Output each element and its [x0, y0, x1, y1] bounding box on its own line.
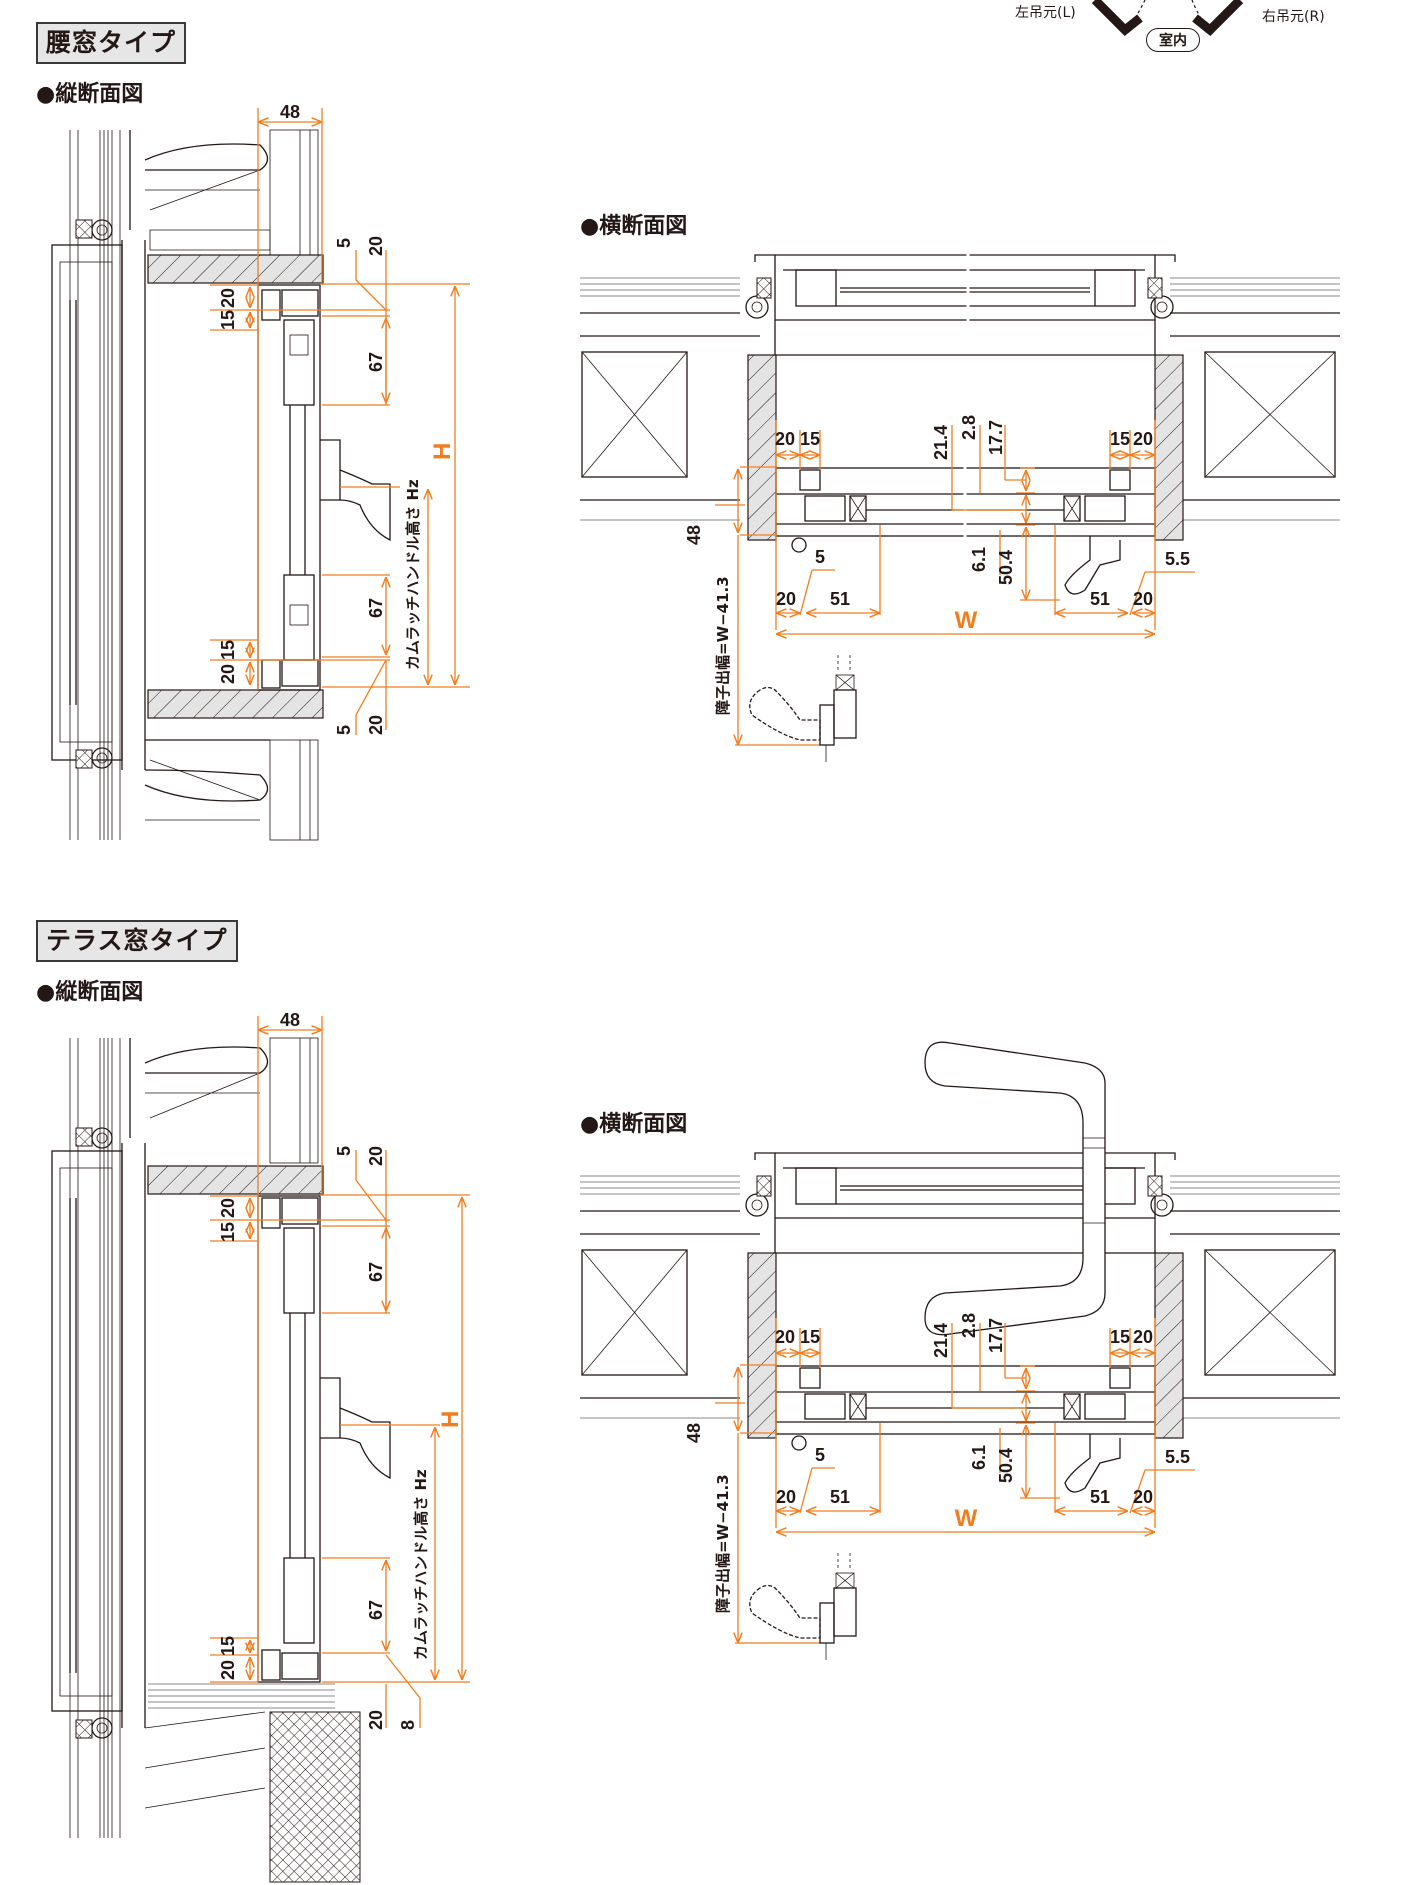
dim-top-15: 15	[218, 1222, 238, 1242]
dim-l15: 15	[800, 429, 820, 449]
dim-5-5: 5.5	[1165, 1447, 1190, 1467]
horizontal-section-2: 20 15 21.4 2.8 17.7 15 20 48 5 6.1 50.4 …	[580, 1041, 1340, 1660]
dim-50-4: 50.4	[996, 1448, 1016, 1483]
dim-upper-67: 67	[366, 352, 386, 372]
dim-bottom-gap: 8	[398, 1720, 418, 1730]
dim-48: 48	[280, 102, 300, 122]
dim-handle-height: カムラッチハンドル高さ Hz	[404, 479, 422, 670]
dim-handle-height: カムラッチハンドル高さ Hz	[412, 1469, 430, 1660]
dim-top-frame: 20	[366, 1146, 386, 1166]
dim-48: 48	[684, 525, 704, 545]
dim-bottom-gap: 5	[334, 725, 354, 735]
dim-br51: 51	[1090, 589, 1110, 609]
dim-21-4: 21.4	[931, 1323, 951, 1358]
dim-lower-67: 67	[366, 598, 386, 618]
dim-2-8: 2.8	[959, 415, 979, 440]
dim-50-4: 50.4	[996, 550, 1016, 585]
dim-5: 5	[815, 547, 825, 567]
dim-top-20: 20	[218, 1198, 238, 1218]
dim-5: 5	[815, 1445, 825, 1465]
dim-bottom-15: 15	[218, 640, 238, 660]
dim-bottom-frame: 20	[366, 715, 386, 735]
horizontal-section-1: 20 15 21.4 2.8 17.7 15 20 48 5 6.1 50.4 …	[580, 250, 1340, 762]
lever-handle	[924, 1041, 1106, 1336]
dim-l20: 20	[775, 429, 795, 449]
dim-6-1: 6.1	[969, 547, 989, 572]
dim-48: 48	[684, 1423, 704, 1443]
interior-label: 室内	[1146, 28, 1200, 52]
dim-bottom-20: 20	[218, 664, 238, 684]
vertical-section-1: 48 5 20 20 15 67 H カムラッチハンドル高さ Hz 67 15 …	[51, 102, 470, 841]
dim-bottom-15: 15	[218, 1636, 238, 1656]
dim-bl51: 51	[830, 1487, 850, 1507]
dim-r20: 20	[1133, 429, 1153, 449]
dim-l20: 20	[775, 1327, 795, 1347]
dim-top-gap: 5	[334, 238, 354, 248]
type-badge-koshimado: 腰窓タイプ	[36, 22, 187, 64]
dim-mullion: 障子出幅=W−41.3	[714, 1474, 732, 1613]
dim-17-7: 17.7	[986, 1318, 1006, 1353]
dim-2-8: 2.8	[959, 1313, 979, 1338]
orientation-diagram	[1091, 0, 1244, 37]
dim-top-gap: 5	[334, 1146, 354, 1156]
dim-bottom-20: 20	[218, 1660, 238, 1680]
dim-br20: 20	[1133, 589, 1153, 609]
horizontal-section-title-2: ●横断面図	[580, 1112, 688, 1137]
vertical-section-2: 48 5 20 20 15 67 H カムラッチハンドル高さ Hz 67 15 …	[51, 1010, 470, 1883]
dim-6-1: 6.1	[969, 1445, 989, 1470]
dim-br51: 51	[1090, 1487, 1110, 1507]
dim-5-5: 5.5	[1165, 549, 1190, 569]
dim-bl20: 20	[776, 589, 796, 609]
dim-21-4: 21.4	[931, 425, 951, 460]
dim-top-20: 20	[218, 288, 238, 308]
dim-r15: 15	[1110, 1327, 1130, 1347]
dim-bl20: 20	[776, 1487, 796, 1507]
dim-br20: 20	[1133, 1487, 1153, 1507]
dim-l15: 15	[800, 1327, 820, 1347]
left-hinge-label: 左吊元(L)	[1015, 5, 1076, 21]
vertical-section-title-1: ●縦断面図	[36, 82, 144, 107]
dim-r15: 15	[1110, 429, 1130, 449]
dim-height: H	[429, 443, 456, 460]
dim-width: W	[955, 607, 978, 634]
type-badge-terrace: テラス窓タイプ	[36, 920, 238, 962]
dim-upper-67: 67	[366, 1262, 386, 1282]
dim-lower-67: 67	[366, 1600, 386, 1620]
dim-r20: 20	[1133, 1327, 1153, 1347]
dim-top-frame: 20	[366, 236, 386, 256]
dim-bottom-frame: 20	[366, 1710, 386, 1730]
right-hinge-label: 右吊元(R)	[1262, 9, 1325, 25]
dim-17-7: 17.7	[986, 420, 1006, 455]
horizontal-section-title-1: ●横断面図	[580, 214, 688, 239]
dim-top-15: 15	[218, 310, 238, 330]
dim-48: 48	[280, 1010, 300, 1030]
dim-width: W	[955, 1505, 978, 1532]
dim-height: H	[437, 1411, 464, 1428]
dim-mullion: 障子出幅=W−41.3	[714, 576, 732, 715]
dim-bl51: 51	[830, 589, 850, 609]
vertical-section-title-2: ●縦断面図	[36, 980, 144, 1005]
